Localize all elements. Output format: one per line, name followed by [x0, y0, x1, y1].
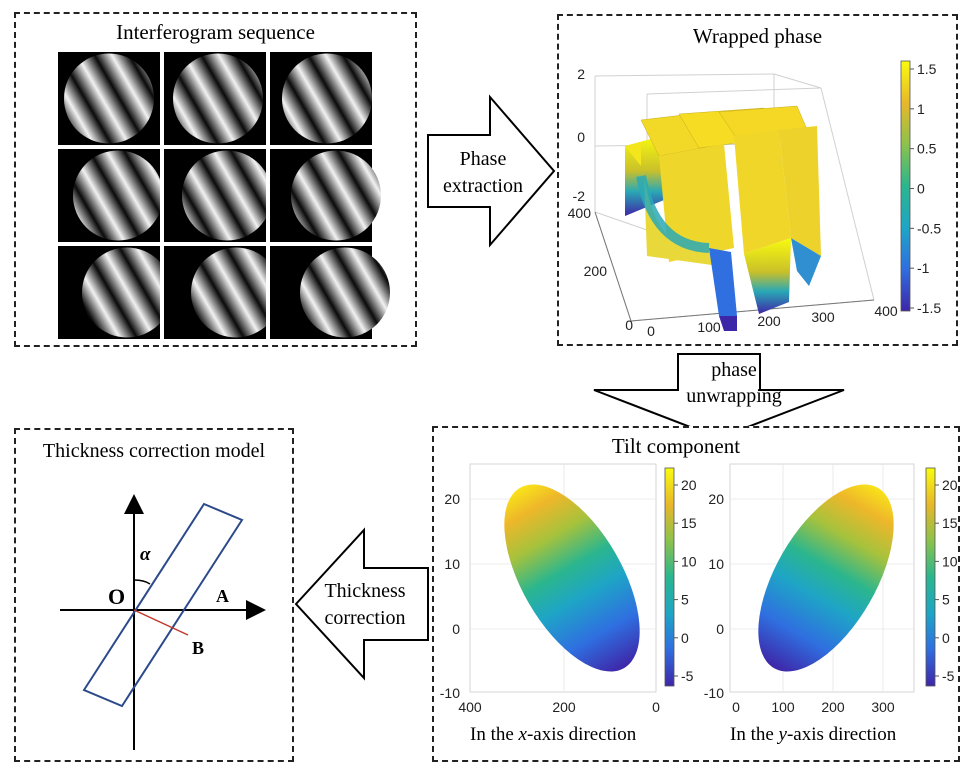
- x-tick: 0: [732, 699, 740, 715]
- tilt-y-colorbar: [925, 467, 936, 687]
- wrapped-phase-plot: 2 0 -2 400 200 0 0 100 200 300 400 1.5 1 0…: [568, 60, 941, 339]
- x-tick: 400: [874, 303, 898, 319]
- colorbar-tick: -5: [681, 668, 694, 684]
- colorbar-tick: 20: [681, 477, 697, 493]
- interferogram-frame: [270, 246, 390, 339]
- interferogram-frame: [164, 149, 272, 242]
- interferogram-title: Interferogram sequence: [116, 20, 315, 44]
- thickness-correction-label: Thickness correction: [324, 580, 406, 629]
- colorbar-tick: 1: [917, 101, 925, 117]
- z-tick: 0: [577, 129, 585, 145]
- model-label-b: B: [192, 638, 204, 658]
- y-tick: 0: [625, 317, 633, 333]
- tilt-y-plot: 20 10 0 -10 0 100 200 300 20 15 10 5 0 -5: [704, 463, 958, 715]
- y-tick: 0: [716, 621, 724, 637]
- colorbar-tick: 5: [942, 592, 950, 608]
- interferogram-frame: [58, 246, 172, 339]
- tilt-x-plot: 20 10 0 -10 400 200 0 20 15 10 5 0 -5: [440, 463, 697, 715]
- wrapped-phase-panel: Wrapped phase: [557, 14, 958, 346]
- tilt-x-colorbar: [664, 467, 675, 687]
- x-tick: 0: [652, 699, 660, 715]
- z-tick: -2: [573, 188, 586, 204]
- thickness-correction-arrow: [294, 527, 429, 681]
- x-tick: 400: [458, 699, 482, 715]
- y-tick: 200: [584, 263, 608, 279]
- z-tick: 2: [577, 66, 585, 82]
- tilt-y-caption: In the y-axis direction: [730, 724, 897, 745]
- tilt-x-caption: In the x-axis direction: [470, 724, 637, 745]
- x-tick: 300: [811, 309, 835, 325]
- model-segment-ob: [133, 609, 189, 636]
- phase-extraction-arrow: [427, 94, 556, 248]
- thickness-model-title: Thickness correction model: [42, 440, 266, 462]
- model-label-a: A: [216, 586, 229, 606]
- interferogram-frame: [58, 149, 163, 242]
- interferogram-grid: [58, 52, 390, 339]
- x-tick: 200: [757, 313, 781, 329]
- colorbar-tick: 0: [681, 630, 689, 646]
- x-tick: 300: [871, 699, 895, 715]
- y-tick: 20: [708, 491, 724, 507]
- interferogram-frame: [270, 52, 372, 145]
- y-tick: -10: [440, 685, 460, 701]
- model-label-o: O: [108, 584, 125, 609]
- y-tick: 10: [444, 556, 460, 572]
- tilt-component-title: Tilt component: [611, 434, 741, 458]
- colorbar-tick: -5: [942, 668, 955, 684]
- y-tick: 20: [444, 491, 460, 507]
- phase-unwrapping-arrow: [593, 353, 845, 440]
- wrapped-phase-colorbar: [900, 60, 911, 312]
- y-tick: -10: [704, 685, 724, 701]
- interferogram-panel: Interferogram sequence: [14, 12, 417, 347]
- thickness-model-panel: Thickness correction model α O A B: [14, 428, 294, 762]
- colorbar-tick: 10: [942, 553, 958, 569]
- colorbar-tick: 10: [681, 553, 697, 569]
- colorbar-tick: 5: [681, 592, 689, 608]
- x-tick: 0: [647, 323, 655, 339]
- phase-unwrapping-label: phase unwrapping: [686, 359, 782, 407]
- interferogram-frame: [58, 52, 160, 145]
- model-label-alpha: α: [140, 544, 151, 565]
- wrapped-phase-title: Wrapped phase: [692, 24, 823, 48]
- colorbar-tick: 0: [942, 630, 950, 646]
- colorbar-tick: -0.5: [917, 220, 941, 236]
- colorbar-tick: 20: [942, 477, 958, 493]
- y-tick: 0: [452, 621, 460, 637]
- tilt-y-ellipse: [758, 484, 894, 672]
- colorbar-tick: -1.5: [917, 300, 941, 316]
- colorbar-tick: 15: [681, 515, 697, 531]
- wrapped-phase-surface: [625, 105, 821, 331]
- model-angle-arc: [133, 579, 151, 585]
- x-tick: 100: [771, 699, 795, 715]
- x-tick: 200: [821, 699, 845, 715]
- x-tick: 200: [552, 699, 576, 715]
- thickness-model-diagram: α O A B: [60, 494, 266, 750]
- phase-extraction-label: Phase extraction: [443, 148, 523, 197]
- colorbar-tick: -1: [917, 260, 930, 276]
- model-plate-rect: [82, 502, 244, 708]
- colorbar-tick: 0: [917, 181, 925, 197]
- colorbar-tick: 0.5: [917, 141, 937, 157]
- y-tick: 400: [568, 205, 592, 221]
- interferogram-frame: [270, 149, 381, 242]
- colorbar-tick: 15: [942, 515, 958, 531]
- x-tick: 100: [697, 319, 721, 335]
- y-tick: 10: [708, 556, 724, 572]
- interferogram-frame: [164, 52, 266, 145]
- colorbar-tick: 1.5: [917, 61, 937, 77]
- tilt-x-ellipse: [504, 484, 640, 672]
